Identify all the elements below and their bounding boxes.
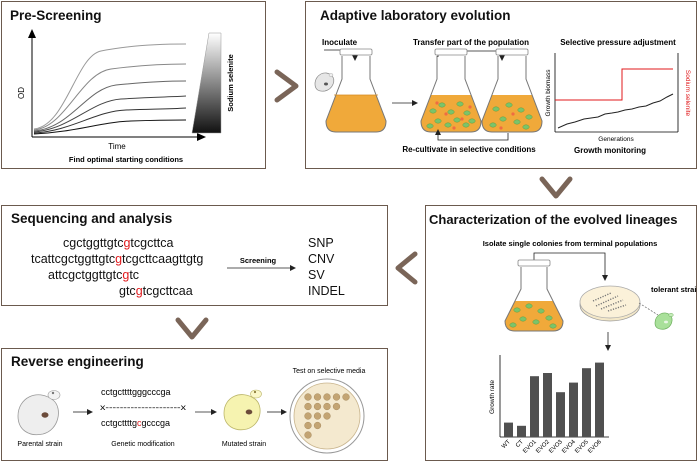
- bar-label-ct: CT: [515, 439, 525, 449]
- variant-sv: SV: [308, 268, 325, 282]
- variant-indel: INDEL: [308, 284, 345, 298]
- bar-evo2: [543, 373, 552, 437]
- flask-2: [420, 48, 482, 133]
- tolerant-strain-cell-icon: [654, 312, 673, 330]
- colony-spot: [313, 402, 322, 411]
- sequencing-title: Sequencing and analysis: [11, 211, 173, 226]
- colony-spot: [304, 402, 312, 411]
- screening-label: Screening: [240, 256, 277, 265]
- sequence-line-3: attcgctggttgtcgtc: [48, 268, 140, 282]
- arrow-to-sequencing-icon: [395, 251, 418, 285]
- variant-snp: SNP: [308, 236, 334, 250]
- parental-strain-cell-icon: [17, 394, 59, 436]
- growth-rate-axis-label: Growth rate: [489, 380, 496, 414]
- colony-spot: [313, 412, 322, 420]
- colony-spot: [313, 421, 322, 430]
- bar-evo3: [556, 392, 565, 437]
- sodium-selenite-label: Sodium selenite: [226, 54, 235, 112]
- growth-biomass-label: Growth biomass: [545, 69, 552, 117]
- od-axis-label: OD: [17, 87, 26, 99]
- bar-label-wt: WT: [501, 439, 512, 450]
- parental-strain-label: Parental strain: [17, 441, 62, 448]
- colony-spot: [304, 431, 312, 439]
- mutated-sequence: cctgcttttgcgcccga: [101, 418, 170, 428]
- panel-adaptive-lab-evolution: Adaptive laboratory evolution Inoculate …: [305, 1, 697, 169]
- arrow-to-reverse-engineering-icon: [175, 317, 209, 340]
- colony-spot: [323, 412, 331, 420]
- growth-monitoring-label: Growth monitoring: [574, 146, 646, 155]
- original-sequence: cctgcttttgggcccga: [101, 387, 171, 397]
- selenite-gradient-wedge: [191, 32, 222, 134]
- colony-spot: [304, 412, 312, 420]
- genetic-modification-label: Genetic modification: [111, 441, 175, 448]
- sequence-line-2: tcattcgctggttgtcgtcgcttcaagttgtg: [31, 252, 204, 266]
- bar-evo1: [530, 376, 539, 437]
- colony-spot: [304, 421, 312, 430]
- reverse-engineering-schematic: Parental strain cctgcttttgggcccga x-----…: [17, 368, 366, 454]
- test-selective-media-label: Test on selective media: [293, 368, 366, 375]
- transfer-label: Transfer part of the population: [413, 38, 529, 47]
- time-axis-label: Time: [108, 142, 126, 151]
- panel-sequencing-analysis: Sequencing and analysis cgctggttgtcgtcgc…: [1, 205, 388, 306]
- screening-arrow-icon: Screening: [227, 256, 296, 271]
- ale-schematic: Inoculate Transfer part of the populatio…: [314, 38, 691, 155]
- pre-screening-title: Pre-Screening: [10, 8, 102, 23]
- panel-pre-screening: Pre-Screening OD Time Sodium selenite Fi…: [1, 1, 266, 169]
- sequence-line-4: gtcgtcgcttcaa: [119, 284, 193, 298]
- biomass-line: [557, 93, 674, 129]
- isolate-label: Isolate single colonies from terminal po…: [483, 239, 658, 248]
- characterization-title: Characterization of the evolved lineages: [429, 212, 678, 227]
- colony-spot: [304, 393, 312, 401]
- bar-evo5: [582, 368, 591, 437]
- colony-spot: [332, 402, 341, 411]
- bar-wt: [504, 422, 513, 437]
- od-growth-curves: OD Time Sodium selenite Find optimal sta…: [17, 29, 235, 164]
- terminal-population-flask: [504, 259, 564, 332]
- flask-1: [325, 48, 387, 133]
- characterization-schematic: Isolate single colonies from terminal po…: [483, 239, 697, 455]
- sodium-selenite-axis-label: Sodium selenite: [684, 70, 691, 117]
- recultivate-label: Re-cultivate in selective conditions: [402, 145, 536, 154]
- generations-label: Generations: [598, 136, 634, 143]
- panel-characterization: Characterization of the evolved lineages…: [425, 205, 697, 461]
- colony-spot: [323, 402, 331, 411]
- sequence-line-1: cgctggttgtcgtcgcttca: [63, 236, 174, 250]
- mutated-strain-cell-icon: [223, 394, 261, 431]
- reverse-engineering-title: Reverse engineering: [11, 354, 144, 369]
- ale-title: Adaptive laboratory evolution: [320, 8, 511, 23]
- tolerant-strain-label: tolerant strain: [651, 285, 697, 294]
- colony-spot: [313, 393, 322, 401]
- mutated-strain-label: Mutated strain: [222, 441, 266, 448]
- bar-evo6: [595, 362, 604, 437]
- panel-reverse-engineering: Reverse engineering Parental strain cctg…: [1, 348, 388, 461]
- bar-evo4: [569, 382, 578, 437]
- selenite-step-line: [555, 68, 673, 101]
- colony-spot: [323, 393, 331, 401]
- yeast-cell-icon: [314, 72, 335, 92]
- variant-cnv: CNV: [308, 252, 335, 266]
- flask-3: [481, 48, 543, 133]
- bar-label-evo6: EVO6: [587, 439, 603, 455]
- inoculate-label: Inoculate: [322, 38, 358, 47]
- bar-ct: [517, 425, 526, 437]
- arrow-to-characterization-icon: [539, 176, 573, 199]
- petri-dish-colonies: [579, 285, 641, 322]
- arrow-to-ale-icon: [274, 69, 299, 103]
- pre-screening-caption: Find optimal starting conditions: [69, 155, 183, 164]
- colony-spot: [342, 393, 350, 401]
- selective-media-plate: [289, 378, 365, 454]
- colony-spot: [332, 393, 341, 401]
- pressure-title: Selective pressure adjustment: [560, 38, 676, 47]
- recombination-line: x---------------------x: [100, 402, 187, 412]
